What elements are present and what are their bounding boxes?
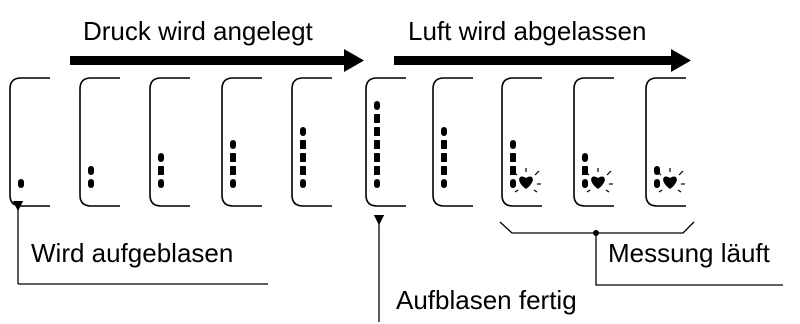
pressure-bar-segment [300, 140, 306, 149]
pressure-bar-segment [230, 140, 236, 149]
deflate-label: Luft wird abgelassen [408, 16, 646, 46]
display-panel [221, 77, 262, 207]
panel-frame [291, 77, 332, 207]
pressure-bar-segment [230, 179, 236, 188]
panel-frame [9, 77, 50, 207]
pressure-bar-segment [510, 153, 516, 162]
pressure-bar-segment [230, 153, 236, 162]
pulse-ray [677, 189, 682, 193]
inflation-done-label: Aufblasen fertig [396, 285, 577, 315]
panel-frame [79, 77, 120, 207]
measuring-label: Messung läuft [608, 238, 771, 268]
display-panel [79, 77, 120, 207]
pulse-ray [678, 170, 684, 176]
pulse-ray [656, 170, 662, 176]
panel-frame [149, 77, 190, 207]
pressure-bar-segment [374, 101, 380, 110]
callout-inflation-done: Aufblasen fertig [373, 214, 577, 322]
pulse-ray [514, 189, 519, 193]
pulse-ray [658, 189, 663, 193]
pressure-bar-segment [300, 153, 306, 162]
pulse-ray [533, 189, 538, 193]
pressure-bar-segment [88, 166, 94, 175]
pressure-bar-segment [374, 166, 380, 175]
pressure-bar-segment [300, 166, 306, 175]
pressure-bar-segment [374, 114, 380, 123]
panel-frame [432, 77, 473, 207]
pressure-bar-segment [582, 153, 588, 162]
pressure-bar-segment [441, 127, 447, 136]
display-panels [9, 77, 686, 207]
inflating-label: Wird aufgeblasen [31, 238, 233, 268]
pressure-arrow [70, 49, 364, 72]
heart-icon [591, 176, 605, 189]
pressure-label: Druck wird angelegt [83, 16, 314, 46]
panel-frame [645, 77, 686, 207]
panel-frame [573, 77, 614, 207]
pressure-bar-segment [374, 140, 380, 149]
display-panel [9, 77, 50, 207]
pressure-bar-segment [441, 179, 447, 188]
pressure-bar-segment [158, 179, 164, 188]
pressure-bar-segment [374, 127, 380, 136]
callout-measuring: Messung läuft [499, 221, 783, 286]
pulse-ray [584, 170, 590, 176]
callout-inflating: Wird aufgeblasen [12, 200, 268, 285]
pulse-ray [512, 170, 518, 176]
pressure-bar-segment [300, 179, 306, 188]
display-panel [432, 77, 473, 207]
pressure-bar-segment [158, 153, 164, 162]
pressure-bar-segment [374, 153, 380, 162]
pressure-bar-segment [300, 127, 306, 136]
pressure-bar-segment [230, 166, 236, 175]
pulse-ray [606, 170, 612, 176]
pressure-bar-segment [441, 153, 447, 162]
pressure-bar-segment [158, 166, 164, 175]
panel-frame [501, 77, 542, 207]
pressure-bar-segment [441, 140, 447, 149]
display-panel [291, 77, 332, 207]
display-panel [365, 77, 406, 207]
pressure-bar-segment [510, 140, 516, 149]
heart-icon [519, 176, 533, 189]
display-panel [149, 77, 190, 207]
pressure-bar-segment [374, 179, 380, 188]
pressure-bar-segment [88, 179, 94, 188]
pulse-ray [534, 170, 540, 176]
panel-frame [221, 77, 262, 207]
pressure-bar-segment [441, 166, 447, 175]
heart-icon [663, 176, 677, 189]
pressure-bar-segment [18, 179, 24, 188]
deflate-arrow [394, 49, 691, 72]
display-panel [645, 77, 686, 207]
display-panel [501, 77, 542, 207]
panel-frame [365, 77, 406, 207]
pulse-ray [605, 189, 610, 193]
display-panel [573, 77, 614, 207]
pulse-ray [586, 189, 591, 193]
